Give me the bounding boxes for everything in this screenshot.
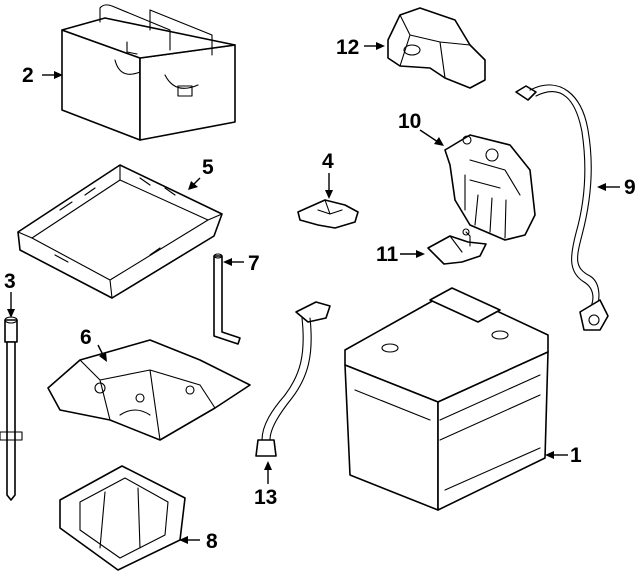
part-4-bracket [297,199,359,229]
callout-4: 4 [322,150,334,173]
part-6-battery-tray [47,339,251,441]
callout-5: 5 [202,156,214,179]
part-13-negative-cable [255,301,331,457]
callout-13: 13 [254,486,277,509]
part-10-fuse-block [444,134,536,241]
part-1-battery [344,287,549,511]
part-12-terminal-cover [387,7,486,89]
part-8-tray-support [59,465,186,571]
callout-labels: 1 2 3 4 5 6 7 8 9 10 11 12 13 [4,36,636,553]
callout-11: 11 [376,243,399,266]
callout-1: 1 [570,444,582,467]
part-3-bolt [0,316,23,501]
callout-10: 10 [398,110,421,133]
leader-lines [7,42,620,544]
part-2-battery-cover [61,4,236,141]
part-7-rod [213,253,241,345]
callout-9: 9 [624,176,636,199]
callout-3: 3 [4,270,16,293]
callout-8: 8 [206,530,218,553]
part-9-positive-cable [515,84,609,331]
part-11-small-bracket [427,228,487,265]
callout-6: 6 [80,326,92,349]
part-5-tray-insulator [17,164,223,299]
callout-7: 7 [248,252,260,275]
callout-2: 2 [22,64,34,87]
callout-12: 12 [336,36,359,59]
